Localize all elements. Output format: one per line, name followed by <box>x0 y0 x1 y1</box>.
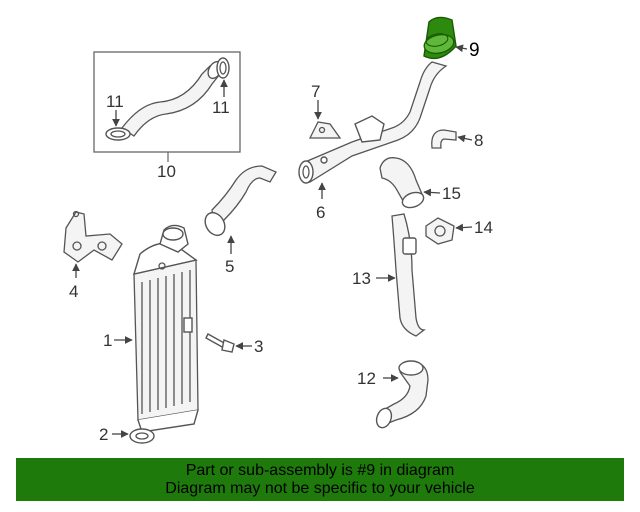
callout-3: 3 <box>254 337 263 356</box>
part-15-hose[interactable] <box>379 157 426 211</box>
part-13-pipe[interactable] <box>391 213 426 337</box>
part-9-hose[interactable] <box>422 16 457 60</box>
callout-12: 12 <box>357 369 376 388</box>
callout-1: 1 <box>103 331 112 350</box>
part-1-intercooler[interactable] <box>132 224 199 433</box>
leader-15 <box>423 188 441 197</box>
callout-2: 2 <box>99 425 108 444</box>
banner-line-1: Part or sub-assembly is #9 in diagram <box>185 462 455 479</box>
part-4-bracket[interactable] <box>63 210 123 263</box>
callout-13: 13 <box>352 269 371 288</box>
part-3-bolt[interactable] <box>205 333 235 353</box>
leader-8 <box>457 134 473 143</box>
callout-9: 9 <box>469 40 480 61</box>
callout-14: 14 <box>474 218 493 237</box>
callout-11-left: 11 <box>106 92 124 111</box>
leader-14 <box>455 223 473 232</box>
callout-6: 6 <box>316 203 325 222</box>
parts-diagram: 9 10 11 11 7 6 8 1 <box>63 16 493 444</box>
callout-4: 4 <box>69 282 78 301</box>
part-10-box <box>93 51 241 153</box>
part-14-flange[interactable] <box>425 217 455 245</box>
part-12-elbow[interactable] <box>374 360 429 430</box>
info-banner: Part or sub-assembly is #9 in diagram Di… <box>16 458 624 501</box>
callout-15: 15 <box>442 184 461 203</box>
part-6-pipe[interactable] <box>298 61 448 184</box>
callout-5: 5 <box>225 257 234 276</box>
callout-8: 8 <box>474 131 483 150</box>
callout-11-right: 11 <box>212 98 230 117</box>
callout-7: 7 <box>311 82 320 101</box>
part-8-hose[interactable] <box>431 129 457 149</box>
part-5-hose[interactable] <box>201 165 277 239</box>
leader-9 <box>455 44 468 53</box>
part-7-bracket[interactable] <box>308 121 342 139</box>
callout-10: 10 <box>157 162 176 181</box>
part-2-grommet[interactable] <box>129 428 155 444</box>
banner-line-2: Diagram may not be specific to your vehi… <box>165 480 475 497</box>
